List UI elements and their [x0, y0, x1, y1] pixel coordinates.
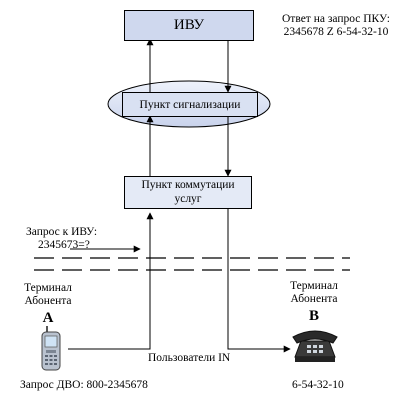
- request-ivu-line-2: 2345673=?: [38, 238, 90, 251]
- response-label: Ответ на запрос ПКУ: 2345678 Z 6-54-32-1…: [282, 13, 390, 38]
- response-line-1: Ответ на запрос ПКУ:: [282, 13, 390, 25]
- arrow-switching-to-terminal-b: [227, 209, 291, 353]
- switching-point-node: Пункт коммутации услуг: [124, 176, 252, 209]
- terminal-b-label: Терминал Абонента В: [284, 280, 344, 325]
- terminal-b-line-1: Терминал: [290, 280, 338, 292]
- switching-point-label: Пункт коммутации услуг: [141, 179, 235, 205]
- terminal-b-line-2: Абонента: [290, 292, 338, 305]
- dvo-request-label: Запрос ДВО: 800-2345678: [20, 379, 148, 391]
- terminal-a-line-1: Терминал: [24, 282, 72, 294]
- signaling-point-label: Пункт сигнализации: [139, 98, 241, 111]
- terminal-a-label: Терминал Абонента А: [18, 282, 78, 327]
- terminal-a-line-2: Абонента: [24, 294, 72, 307]
- signaling-point-node: Пункт сигнализации: [122, 92, 258, 117]
- arrow-terminal-a-to-switching: [68, 212, 154, 350]
- request-ivu-label: Запрос к ИВУ: 2345673=?: [26, 226, 97, 251]
- terminal-b-letter: В: [308, 308, 319, 325]
- response-line-2: 2345678 Z 6-54-32-10: [283, 25, 389, 38]
- ivu-node: ИВУ: [124, 10, 254, 41]
- ivu-node-label: ИВУ: [173, 17, 205, 33]
- mobile-phone-icon: [41, 326, 61, 371]
- phone-number-b-label: 6-54-32-10: [292, 379, 344, 391]
- request-ivu-line-1: Запрос к ИВУ:: [26, 226, 98, 238]
- in-users-label: Пользователи IN: [148, 352, 231, 364]
- terminal-a-letter: А: [42, 310, 54, 327]
- desk-telephone-icon: [292, 330, 338, 362]
